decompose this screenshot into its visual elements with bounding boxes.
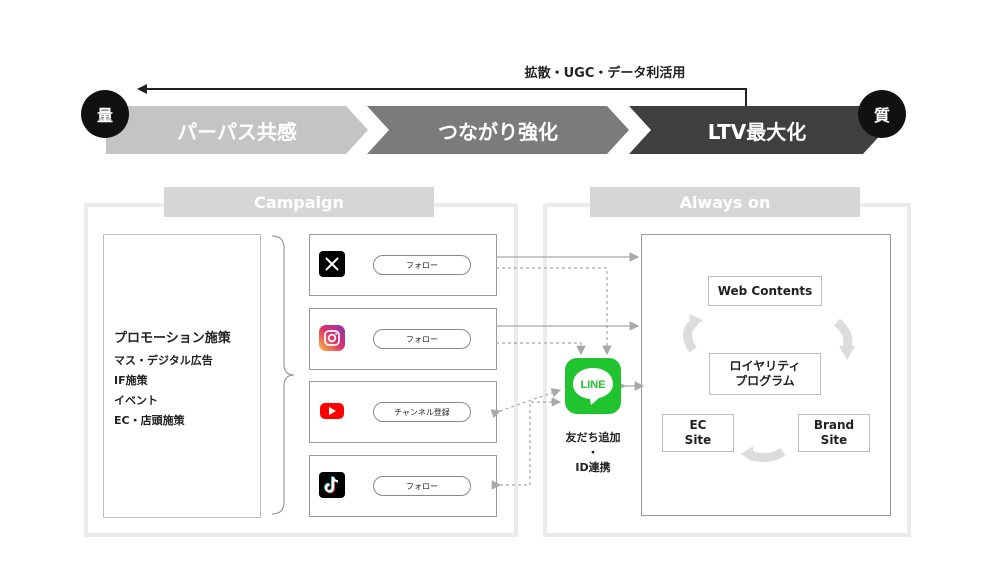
line-logo-icon: LINE (565, 358, 621, 414)
stage-purpose-empathy: パーパス共感 (106, 106, 368, 154)
tiktok-logo-icon (319, 472, 345, 498)
subscribe-button[interactable]: チャンネル登録 (373, 402, 471, 422)
quality-circle: 質 (858, 90, 906, 138)
line-caption: 友だち追加 ・ ID連携 (555, 430, 631, 475)
promotion-item: IF施策 (114, 374, 148, 387)
ec-site-line: Site (684, 433, 712, 447)
follow-button[interactable]: フォロー (373, 476, 471, 496)
follow-button[interactable]: フォロー (373, 329, 471, 349)
loyalty-line: プログラム (735, 374, 795, 388)
line-caption-line: 友だち追加 (565, 431, 621, 444)
youtube-logo-icon (319, 398, 345, 424)
ec-site-tag: EC Site (662, 414, 734, 452)
feedback-arrow-label: 拡散・UGC・データ利活用 (524, 66, 686, 81)
brand-site-line: Brand (813, 418, 855, 432)
sns-box-tiktok: フォロー (309, 455, 497, 517)
sns-box-x: フォロー (309, 234, 497, 296)
follow-button[interactable]: フォロー (373, 255, 471, 275)
web-contents-tag: Web Contents (708, 276, 822, 306)
promotion-item: EC・店頭施策 (114, 414, 185, 427)
always-on-title: Always on (590, 187, 860, 217)
promotion-item: イベント (114, 394, 158, 407)
sns-box-instagram: フォロー (309, 308, 497, 370)
promotion-item: マス・デジタル広告 (114, 354, 213, 367)
ec-site-line: EC (689, 418, 707, 432)
loyalty-line: ロイヤリティ (729, 359, 801, 373)
stage-ltv-maximization: LTV最大化 (629, 106, 885, 154)
line-caption-line: ・ (587, 446, 599, 459)
line-caption-line: ID連携 (575, 461, 611, 474)
brand-site-line: Site (820, 433, 848, 447)
line-logo-text: LINE (580, 379, 605, 391)
x-logo-icon (319, 251, 345, 277)
brand-site-tag: Brand Site (798, 414, 870, 452)
promotion-heading: プロモーション施策 (114, 331, 231, 346)
instagram-logo-icon (319, 325, 345, 351)
curly-brace (271, 235, 295, 515)
sns-box-youtube: チャンネル登録 (309, 381, 497, 443)
stage-connection-strengthening: つながり強化 (367, 106, 629, 154)
cycle-arrows (683, 314, 855, 462)
feedback-arrow (137, 84, 747, 106)
loyalty-program-tag: ロイヤリティ プログラム (709, 353, 821, 395)
campaign-title: Campaign (164, 187, 434, 217)
promotion-box: プロモーション施策 マス・デジタル広告 IF施策 イベント EC・店頭施策 (103, 234, 261, 518)
quantity-circle: 量 (81, 90, 129, 138)
